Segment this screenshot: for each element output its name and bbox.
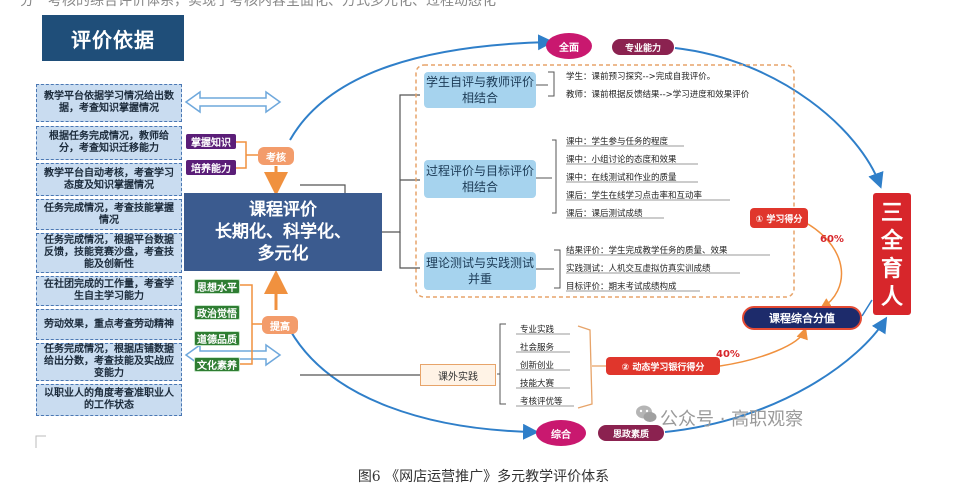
practice-item: 技能大赛 xyxy=(520,379,555,389)
group-theory-practice: 理论测试与实践测试并重 xyxy=(424,252,536,290)
arc-top-right xyxy=(674,47,884,189)
group-item: 课后：课后测试成绩 xyxy=(566,209,643,219)
group-item: 结果评价：学生完成教学任务的质量、效果 xyxy=(566,246,728,256)
criteria-box: 教学平台自动考核，考查学习态度及知识掌握情况 xyxy=(36,163,182,196)
group-item: 教师：课前根据反馈结果-->学习进度和效果评价 xyxy=(566,90,750,100)
cropped-header-text: 分 考核的综合评价体系，实现了考核内容全面化、方式多元化、过程动态化 xyxy=(0,0,967,9)
criteria-box: 劳动效果，重点考查劳动精神 xyxy=(36,309,182,340)
criteria-box: 以职业人的角度考查准职业人的工作状态 xyxy=(36,384,182,416)
integrated-ellipse: 综合 xyxy=(536,420,586,446)
tag-political: 政治觉悟 xyxy=(194,305,240,320)
figure-caption: 图6 《网店运营推广》多元教学评价体系 xyxy=(357,469,610,485)
group-process-target: 过程评价与目标评价相结合 xyxy=(424,160,536,198)
group-item: 实践测试：人机交互虚拟仿真实训成绩 xyxy=(566,264,711,274)
arc-bottom xyxy=(289,329,539,440)
criteria-box: 根据任务完成情况，教师给分，考查知识迁移能力 xyxy=(36,126,182,160)
quality-label: 提高 xyxy=(262,316,298,334)
extracurricular-practice: 课外实践 xyxy=(420,364,496,386)
group-item: 课中：学生参与任务的程度 xyxy=(566,137,669,147)
sanquan-char: 全 xyxy=(880,229,903,254)
evaluation-basis-title: 评价依据 xyxy=(42,15,184,61)
criteria-box: 任务完成情况，考查技能掌握情况 xyxy=(36,199,182,230)
center-line: 长期化、科学化、 xyxy=(215,222,351,242)
tag-culture: 文化素养 xyxy=(194,357,240,372)
professional-ability-pill: 专业能力 xyxy=(612,39,674,55)
exam-label: 考核 xyxy=(258,147,294,165)
criteria-box: 任务完成情况，根据平台数据反馈，技能竞赛沙盘，考查技能及创新性 xyxy=(36,233,182,273)
practice-item: 考核评优等 xyxy=(520,397,563,407)
study-percent: 60% xyxy=(820,234,844,245)
group-item: 课中：在线测试和作业的质量 xyxy=(566,173,677,183)
ideological-quality-pill: 思政素质 xyxy=(598,425,664,441)
wechat-icon xyxy=(636,405,657,422)
learning-bank-score: ② 动态学习银行得分 xyxy=(606,357,720,375)
group-self-teacher: 学生自评与教师评价相结合 xyxy=(424,72,536,108)
group-item: 课中：小组讨论的态度和效果 xyxy=(566,155,677,165)
study-score: ① 学习得分 xyxy=(750,208,808,228)
arc-bottom-right xyxy=(664,316,888,433)
bank-percent: 40% xyxy=(716,349,740,360)
sanquan-char: 育 xyxy=(880,257,903,282)
criteria-box: 教学平台依据学习情况给出数据，考查知识掌握情况 xyxy=(36,84,182,122)
group-item: 目标评价：期末考试成绩构成 xyxy=(566,282,677,292)
double-arrow-top xyxy=(184,90,282,114)
center-line: 多元化 xyxy=(257,244,309,264)
comprehensive-ellipse: 全面 xyxy=(546,33,592,59)
sanquan-char: 人 xyxy=(880,285,903,310)
course-total-score: 课程综合分值 xyxy=(742,306,862,330)
watermark-text: 公众号 · 高职观察 xyxy=(660,409,804,430)
tag-morality: 道德品质 xyxy=(194,331,240,346)
practice-item: 创新创业 xyxy=(520,361,555,371)
tag-cultivate-ability: 培养能力 xyxy=(186,160,236,175)
criteria-box: 任务完成情况，根据店铺数据给出分数，考查技能及实战应变能力 xyxy=(36,343,182,381)
group-item: 课后：学生在线学习点击率和互动率 xyxy=(566,191,703,201)
practice-item: 专业实践 xyxy=(520,325,555,335)
sanquan-char: 三 xyxy=(880,201,903,226)
course-evaluation-center: 课程评价 长期化、科学化、 多元化 xyxy=(184,193,382,271)
arc-top xyxy=(289,34,554,141)
practice-item: 社会服务 xyxy=(520,343,555,353)
tag-ideology: 思想水平 xyxy=(194,279,240,294)
tag-master-knowledge: 掌握知识 xyxy=(186,134,236,149)
center-line: 课程评价 xyxy=(249,200,317,220)
criteria-box: 在社团完成的工作量，考查学生自主学习能力 xyxy=(36,276,182,306)
three-all-education: 三 全 育 人 xyxy=(873,193,911,315)
group-item: 学生：课前预习探究-->完成自我评价。 xyxy=(566,72,716,82)
